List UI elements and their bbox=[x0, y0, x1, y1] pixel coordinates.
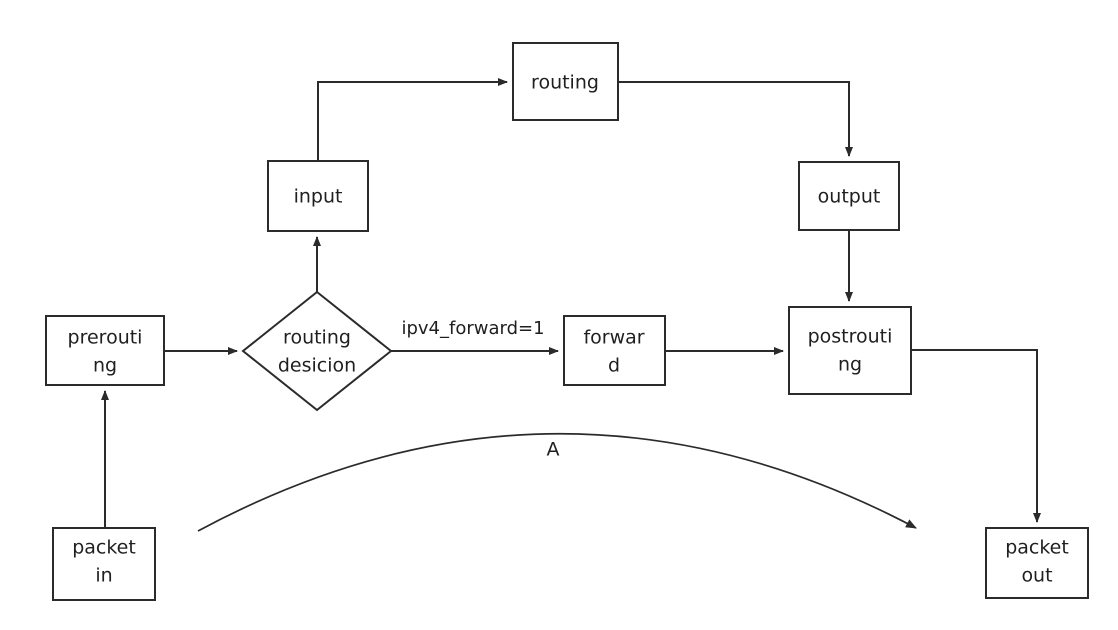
node-prerouting[interactable]: prerouti ng bbox=[45, 315, 165, 386]
node-forward[interactable]: forwar d bbox=[563, 315, 666, 386]
node-routing-label: routing bbox=[531, 72, 599, 94]
node-postrouting-label-line-1: postrouti bbox=[808, 326, 893, 348]
node-routing[interactable]: routing bbox=[512, 42, 619, 121]
node-input-label: input bbox=[294, 186, 343, 208]
edge-postrouting-to-packet-out bbox=[911, 349, 1041, 523]
node-packet-out-label-line-2: out bbox=[1021, 565, 1052, 587]
edge-input-to-routing bbox=[317, 78, 508, 161]
node-output-label: output bbox=[818, 186, 881, 208]
node-routing-decision-label-line-2: desicion bbox=[278, 355, 356, 377]
node-postrouting[interactable]: postrouti ng bbox=[788, 306, 912, 395]
curve-a-label: A bbox=[547, 439, 560, 461]
node-packet-in[interactable]: packet in bbox=[52, 527, 156, 601]
edge-labels-layer: ipv4_forward=1 bbox=[401, 318, 544, 339]
node-routing-decision[interactable]: routing desicion bbox=[241, 290, 393, 412]
node-postrouting-label-line-2: ng bbox=[838, 354, 862, 376]
edges-layer bbox=[101, 78, 1041, 528]
node-input[interactable]: input bbox=[267, 160, 369, 232]
node-forward-label-line-2: d bbox=[608, 355, 620, 377]
node-routing-decision-label-line-1: routing bbox=[283, 327, 351, 349]
node-packet-in-label-line-1: packet bbox=[72, 537, 136, 559]
node-output[interactable]: output bbox=[798, 161, 900, 231]
node-packet-out-label-line-1: packet bbox=[1005, 537, 1069, 559]
edge-label-ipv4-forward: ipv4_forward=1 bbox=[401, 318, 544, 339]
node-packet-in-label-line-2: in bbox=[95, 565, 112, 587]
curve-layer: A bbox=[197, 432, 917, 532]
node-packet-out[interactable]: packet out bbox=[985, 527, 1089, 599]
edge-routing-to-output bbox=[618, 81, 853, 157]
node-prerouting-label-line-2: ng bbox=[93, 355, 117, 377]
node-prerouting-label-line-1: prerouti bbox=[68, 327, 143, 349]
node-forward-label-line-1: forwar bbox=[583, 327, 644, 349]
nodes-layer: packet in prerouti ng routing desicion i… bbox=[45, 42, 1089, 601]
curve-a-path bbox=[197, 432, 917, 532]
